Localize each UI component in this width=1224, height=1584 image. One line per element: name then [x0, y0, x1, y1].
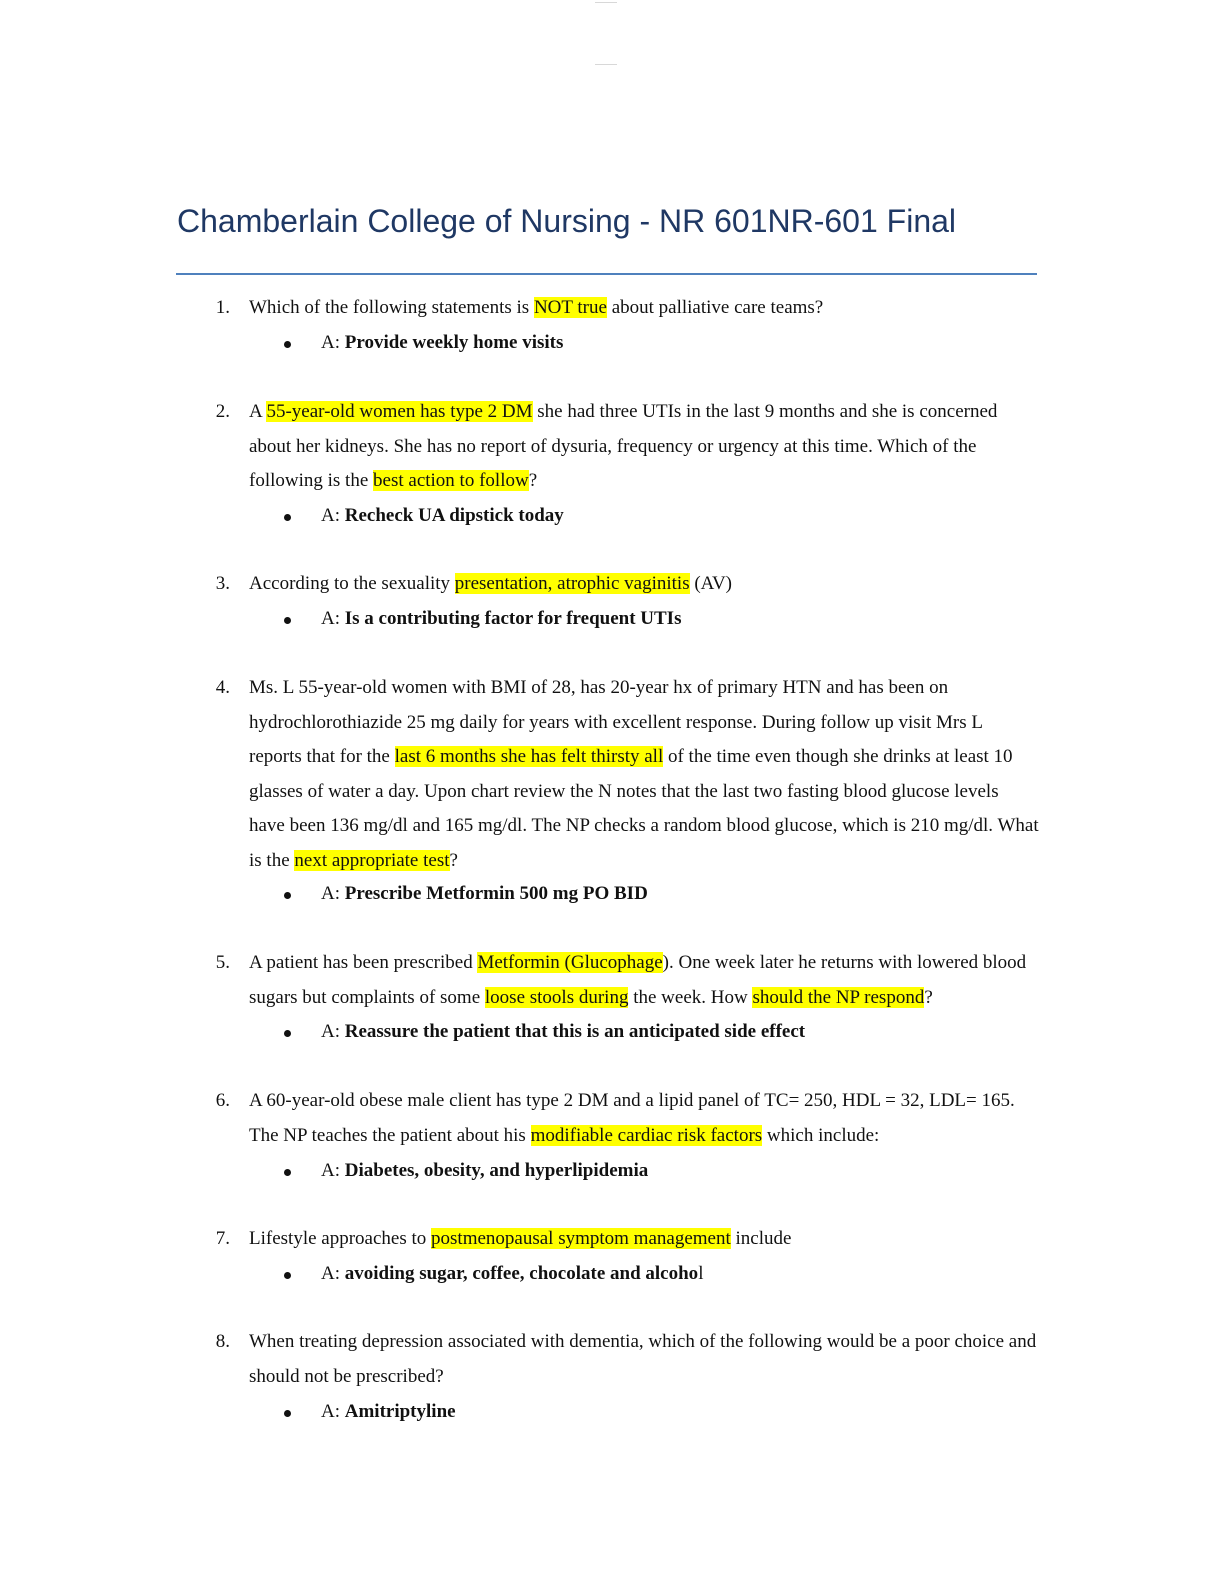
question-text: A 60-year-old obese male client has type…	[249, 1084, 1039, 1153]
header-mark-secondary	[595, 64, 617, 65]
highlighted-phrase: should the NP respond	[752, 986, 925, 1008]
question-number: 7.	[215, 1228, 230, 1249]
answer-text: A: Is a contributing factor for frequent…	[321, 602, 681, 636]
answer-value: Is a contributing factor for frequent UT…	[344, 608, 682, 629]
question-text: According to the sexuality presentation,…	[249, 567, 1039, 602]
question-text: Ms. L 55-year-old women with BMI of 28, …	[249, 671, 1039, 878]
question-text-segment: the week. How	[628, 986, 753, 1008]
question-text: A patient has been prescribed Metformin …	[249, 946, 1039, 1015]
question-text: A 55-year-old women has type 2 DM she ha…	[249, 395, 1039, 499]
answer-row: A: Recheck UA dipstick today	[0, 499, 1224, 533]
question-number: 4.	[215, 677, 230, 698]
answer-prefix: A:	[321, 505, 345, 526]
highlighted-phrase: next appropriate test	[294, 849, 450, 871]
question-text-segment: Which of the following statements is	[249, 297, 534, 318]
bullet-icon	[284, 892, 291, 899]
bullet-icon	[284, 1410, 291, 1417]
question-text-segment: about palliative care teams?	[606, 297, 824, 318]
answer-text: A: Provide weekly home visits	[321, 326, 563, 360]
highlighted-phrase: loose stools during	[484, 986, 629, 1008]
question-number: 1.	[215, 297, 230, 318]
answer-text: A: Diabetes, obesity, and hyperlipidemia	[321, 1154, 648, 1188]
question-text-segment: Lifestyle approaches to	[249, 1228, 432, 1249]
question-number: 5.	[215, 952, 230, 973]
question-number: 8.	[215, 1331, 230, 1352]
answer-text: A: Reassure the patient that this is an …	[321, 1015, 805, 1049]
bullet-icon	[284, 617, 291, 624]
highlighted-phrase: last 6 months she has felt thirsty all	[394, 746, 664, 767]
answer-row: A: Reassure the patient that this is an …	[0, 1015, 1224, 1049]
answer-text: A: Recheck UA dipstick today	[321, 499, 564, 533]
page-title: Chamberlain College of Nursing - NR 601N…	[177, 203, 957, 239]
answer-text: A: avoiding sugar, coffee, chocolate and…	[321, 1257, 703, 1291]
question-text-segment: of the time even though she drinks at le…	[249, 746, 1039, 871]
answer-value: Prescribe Metformin 500 mg PO BID	[344, 883, 648, 904]
question-text-segment: ?	[924, 986, 933, 1008]
question-number: 2.	[215, 401, 230, 422]
answer-prefix: A:	[321, 332, 345, 353]
bullet-icon	[284, 1169, 291, 1176]
question-text-segment: A patient has been prescribed	[249, 952, 478, 973]
answer-value: Reassure the patient that this is an ant…	[344, 1021, 806, 1042]
question-text-segment: include	[730, 1228, 792, 1249]
highlighted-phrase: NOT true	[533, 297, 607, 318]
question-text-segment: Ms. L 55-year-old women with BMI of 28, …	[249, 677, 983, 767]
answer-value: Amitriptyline	[344, 1401, 456, 1422]
answer-prefix: A:	[321, 1263, 345, 1284]
answer-value: Diabetes, obesity, and hyperlipidemia	[344, 1160, 649, 1181]
question-text: Which of the following statements is NOT…	[249, 291, 1039, 326]
question-text-segment: ?	[449, 849, 458, 871]
bullet-icon	[284, 1272, 291, 1279]
highlighted-phrase: Metformin (Glucophage	[477, 952, 663, 973]
question-text-segment: (AV)	[689, 573, 732, 594]
question-text-segment: A	[249, 401, 267, 422]
answer-value: l	[698, 1263, 704, 1284]
highlighted-phrase: presentation, atrophic vaginitis	[454, 573, 690, 594]
question-text-segment: When treating depression associated with…	[249, 1331, 1037, 1387]
answer-prefix: A:	[321, 1401, 345, 1422]
question-text-segment: she had three UTIs in the last 9 months …	[249, 401, 998, 491]
answer-row: A: Amitriptyline	[0, 1395, 1224, 1429]
answer-row: A: Is a contributing factor for frequent…	[0, 602, 1224, 636]
question-text-segment: which include:	[762, 1124, 880, 1146]
answer-prefix: A:	[321, 883, 345, 904]
header-mark	[595, 2, 617, 3]
answer-row: A: Provide weekly home visits	[0, 326, 1224, 360]
title-divider	[176, 273, 1037, 275]
answer-prefix: A:	[321, 1021, 345, 1042]
question-text-segment: According to the sexuality	[249, 573, 455, 594]
answer-value: avoiding sugar, coffee, chocolate and al…	[344, 1263, 699, 1284]
highlighted-phrase: 55-year-old women has type 2 DM	[266, 401, 533, 422]
question-text-segment: ?	[528, 470, 538, 491]
question-text: When treating depression associated with…	[249, 1325, 1039, 1394]
question-number: 3.	[215, 573, 230, 594]
question-number: 6.	[215, 1090, 230, 1111]
highlighted-phrase: best action to follow	[373, 470, 529, 491]
answer-text: A: Prescribe Metformin 500 mg PO BID	[321, 877, 648, 911]
answer-text: A: Amitriptyline	[321, 1395, 456, 1429]
question-text: Lifestyle approaches to postmenopausal s…	[249, 1222, 1039, 1257]
question-text-segment: ). One week later he returns with lowere…	[249, 952, 1027, 1008]
answer-value: Provide weekly home visits	[344, 332, 564, 353]
bullet-icon	[284, 341, 291, 348]
answer-prefix: A:	[321, 608, 345, 629]
answer-prefix: A:	[321, 1160, 345, 1181]
answer-row: A: avoiding sugar, coffee, chocolate and…	[0, 1257, 1224, 1291]
question-text-segment: A 60-year-old obese male client has type…	[249, 1090, 1015, 1146]
answer-value: Recheck UA dipstick today	[344, 505, 564, 526]
highlighted-phrase: postmenopausal symptom management	[431, 1228, 731, 1249]
answer-row: A: Prescribe Metformin 500 mg PO BID	[0, 877, 1224, 911]
answer-row: A: Diabetes, obesity, and hyperlipidemia	[0, 1154, 1224, 1188]
bullet-icon	[284, 1030, 291, 1037]
bullet-icon	[284, 514, 291, 521]
highlighted-phrase: modifiable cardiac risk factors	[530, 1124, 763, 1146]
